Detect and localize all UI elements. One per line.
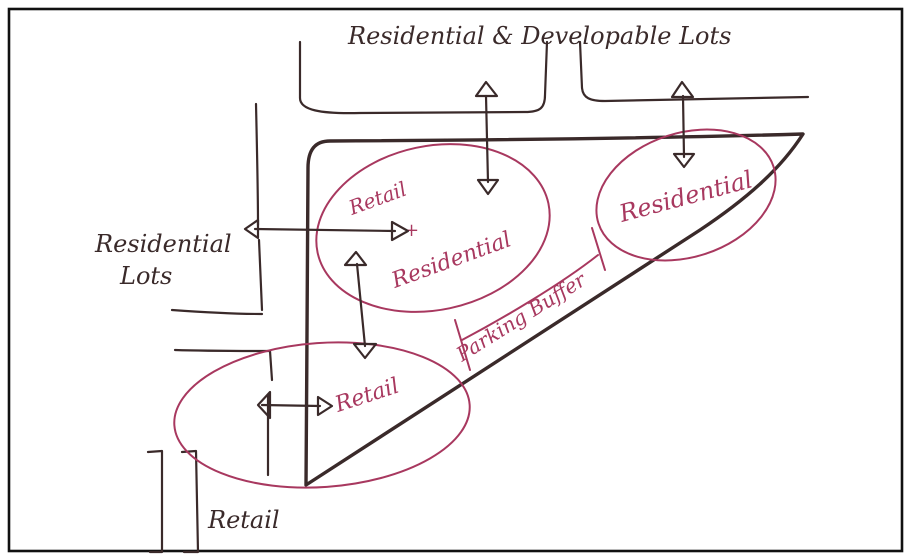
label-retail-bottom: Retail [207, 506, 280, 534]
zone-retail-residential [315, 143, 551, 313]
label-top-lots: Residential & Developable Lots [347, 22, 731, 50]
zone-retail-south [173, 341, 471, 489]
street-edge-left [254, 102, 260, 227]
arrow-street-to-retail [256, 390, 334, 420]
label-zone-retail-south: Retail [331, 374, 402, 418]
street-lines [146, 40, 810, 554]
arrow-top-lots-to-mixed [474, 80, 500, 196]
lot-outline-top-right [578, 40, 810, 103]
parking-buffer-bracket [454, 227, 606, 371]
retail-building-outline [146, 449, 200, 554]
label-parking-buffer: Parking Buffer [451, 267, 591, 367]
label-zone-retail: Retail [345, 177, 410, 220]
zone-residential-east [595, 128, 777, 262]
arrow-top-right-lots-to-residential [670, 80, 696, 169]
label-left-lots-line2: Lots [119, 262, 172, 290]
site-boundary [304, 132, 805, 487]
arrow-mixed-to-retail [343, 250, 378, 360]
label-zone-plus: + [404, 220, 419, 241]
street-edge-left-lower [257, 238, 264, 312]
frame-border [7, 7, 904, 553]
label-left-lots-line1: Residential [94, 230, 232, 258]
lot-outline-top-left [298, 40, 549, 115]
lot-line-left-upper [170, 308, 264, 316]
label-zone-residential-east: Residential [615, 165, 755, 228]
connection-arrows [243, 80, 696, 420]
arrow-left-lots-to-mixed [243, 218, 410, 242]
zones [173, 128, 777, 489]
lot-line-left-lower [173, 348, 274, 382]
